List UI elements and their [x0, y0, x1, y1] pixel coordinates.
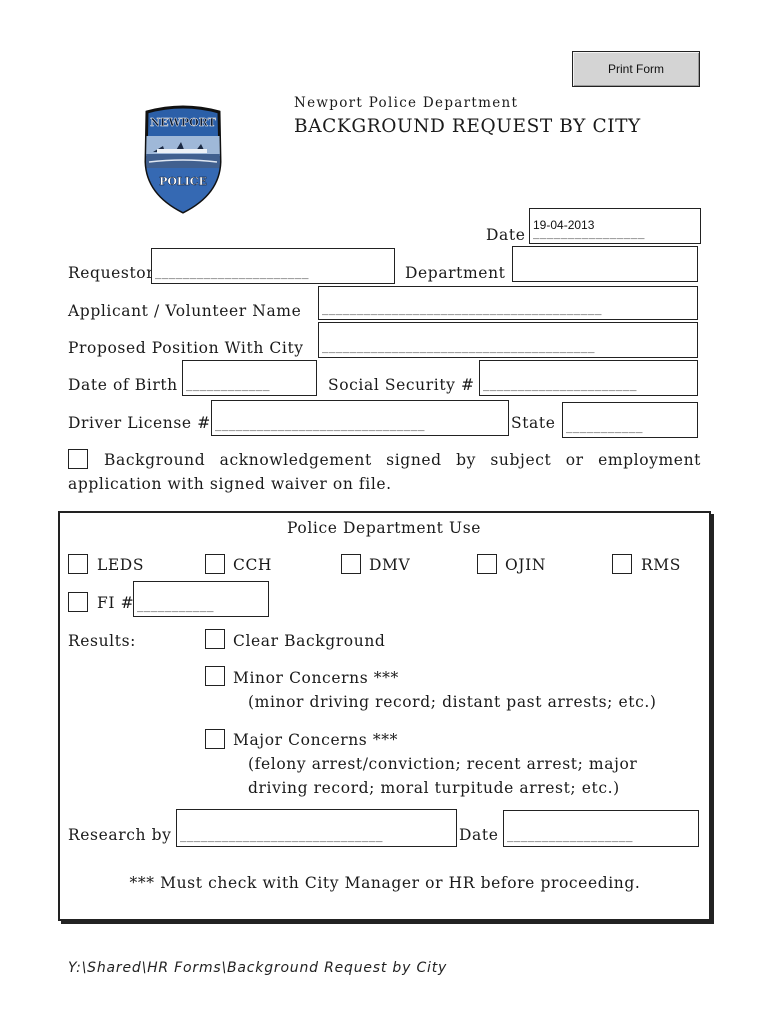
dmv-checkbox[interactable] [341, 554, 361, 574]
driver-license-field[interactable]: ______________________________ [211, 400, 509, 436]
date-label: Date [486, 226, 526, 244]
leds-checkbox[interactable] [68, 554, 88, 574]
acknowledgement-checkbox[interactable] [68, 449, 88, 469]
police-use-panel [58, 511, 711, 921]
acknowledgement-text-line1: Background acknowledgement signed by sub… [104, 451, 701, 469]
research-date-underline: __________________ [507, 829, 633, 843]
research-date-label: Date [459, 826, 499, 844]
badge-top-text: NEWPORT [150, 116, 217, 129]
requestor-label: Requestor [68, 264, 155, 282]
position-underline: _______________________________________ [322, 340, 595, 354]
ssn-underline: ______________________ [483, 378, 637, 392]
cch-checkbox[interactable] [205, 554, 225, 574]
newport-police-badge-logo: NEWPORT POLICE [144, 105, 222, 214]
minor-concerns-note: (minor driving record; distant past arre… [248, 693, 657, 711]
date-underline: ________________ [533, 226, 645, 240]
badge-bottom-text: POLICE [159, 175, 207, 188]
driver-license-underline: ______________________________ [215, 418, 425, 432]
state-underline: ___________ [566, 420, 643, 434]
major-concerns-note-line2: driving record; moral turpitude arrest; … [248, 779, 620, 797]
position-field[interactable]: _______________________________________ [318, 322, 698, 358]
date-value: 19-04-2013 [533, 218, 595, 232]
fi-underline: ___________ [137, 599, 214, 613]
ssn-field[interactable]: ______________________ [479, 360, 698, 396]
results-label: Results: [68, 632, 136, 650]
dob-underline: ____________ [186, 378, 270, 392]
dob-label: Date of Birth [68, 376, 178, 394]
minor-concerns-label: Minor Concerns *** [233, 669, 399, 687]
acknowledgement-text-line2: application with signed waiver on file. [68, 475, 392, 493]
major-concerns-checkbox[interactable] [205, 729, 225, 749]
department-field[interactable] [512, 246, 698, 282]
research-by-underline: _____________________________ [180, 829, 383, 843]
page-title: BACKGROUND REQUEST BY CITY [294, 116, 641, 137]
leds-label: LEDS [97, 556, 145, 574]
ojin-checkbox[interactable] [477, 554, 497, 574]
fi-label: FI # [97, 594, 135, 612]
date-field[interactable]: 19-04-2013 ________________ [529, 208, 701, 244]
research-date-field[interactable]: __________________ [503, 810, 699, 847]
applicant-underline: ________________________________________ [322, 302, 602, 316]
rms-checkbox[interactable] [612, 554, 632, 574]
dmv-label: DMV [369, 556, 411, 574]
research-by-field[interactable]: _____________________________ [176, 809, 457, 847]
proceeding-note: *** Must check with City Manager or HR b… [129, 874, 641, 892]
research-by-label: Research by [68, 826, 172, 844]
dob-field[interactable]: ____________ [182, 360, 317, 396]
applicant-field[interactable]: ________________________________________ [318, 286, 698, 320]
applicant-label: Applicant / Volunteer Name [68, 302, 302, 320]
major-concerns-note-line1: (felony arrest/conviction; recent arrest… [248, 755, 638, 773]
position-label: Proposed Position With City [68, 339, 304, 357]
print-form-button[interactable]: Print Form [572, 51, 700, 87]
ojin-label: OJIN [505, 556, 547, 574]
department-label: Department [405, 264, 506, 282]
file-path-footer: Y:\Shared\HR Forms\Background Request by… [68, 960, 448, 976]
ssn-label: Social Security # [328, 376, 475, 394]
requestor-underline: ______________________ [155, 266, 309, 280]
state-label: State [511, 414, 556, 432]
cch-label: CCH [233, 556, 273, 574]
driver-license-label: Driver License # [68, 414, 211, 432]
fi-field[interactable]: ___________ [133, 581, 269, 617]
police-use-title: Police Department Use [287, 519, 482, 537]
state-field[interactable]: ___________ [562, 402, 698, 438]
minor-concerns-checkbox[interactable] [205, 666, 225, 686]
major-concerns-label: Major Concerns *** [233, 731, 398, 749]
rms-label: RMS [641, 556, 681, 574]
requestor-field[interactable]: ______________________ [151, 248, 395, 284]
fi-checkbox[interactable] [68, 592, 88, 612]
clear-background-checkbox[interactable] [205, 629, 225, 649]
org-name: Newport Police Department [294, 95, 519, 111]
clear-background-label: Clear Background [233, 632, 386, 650]
